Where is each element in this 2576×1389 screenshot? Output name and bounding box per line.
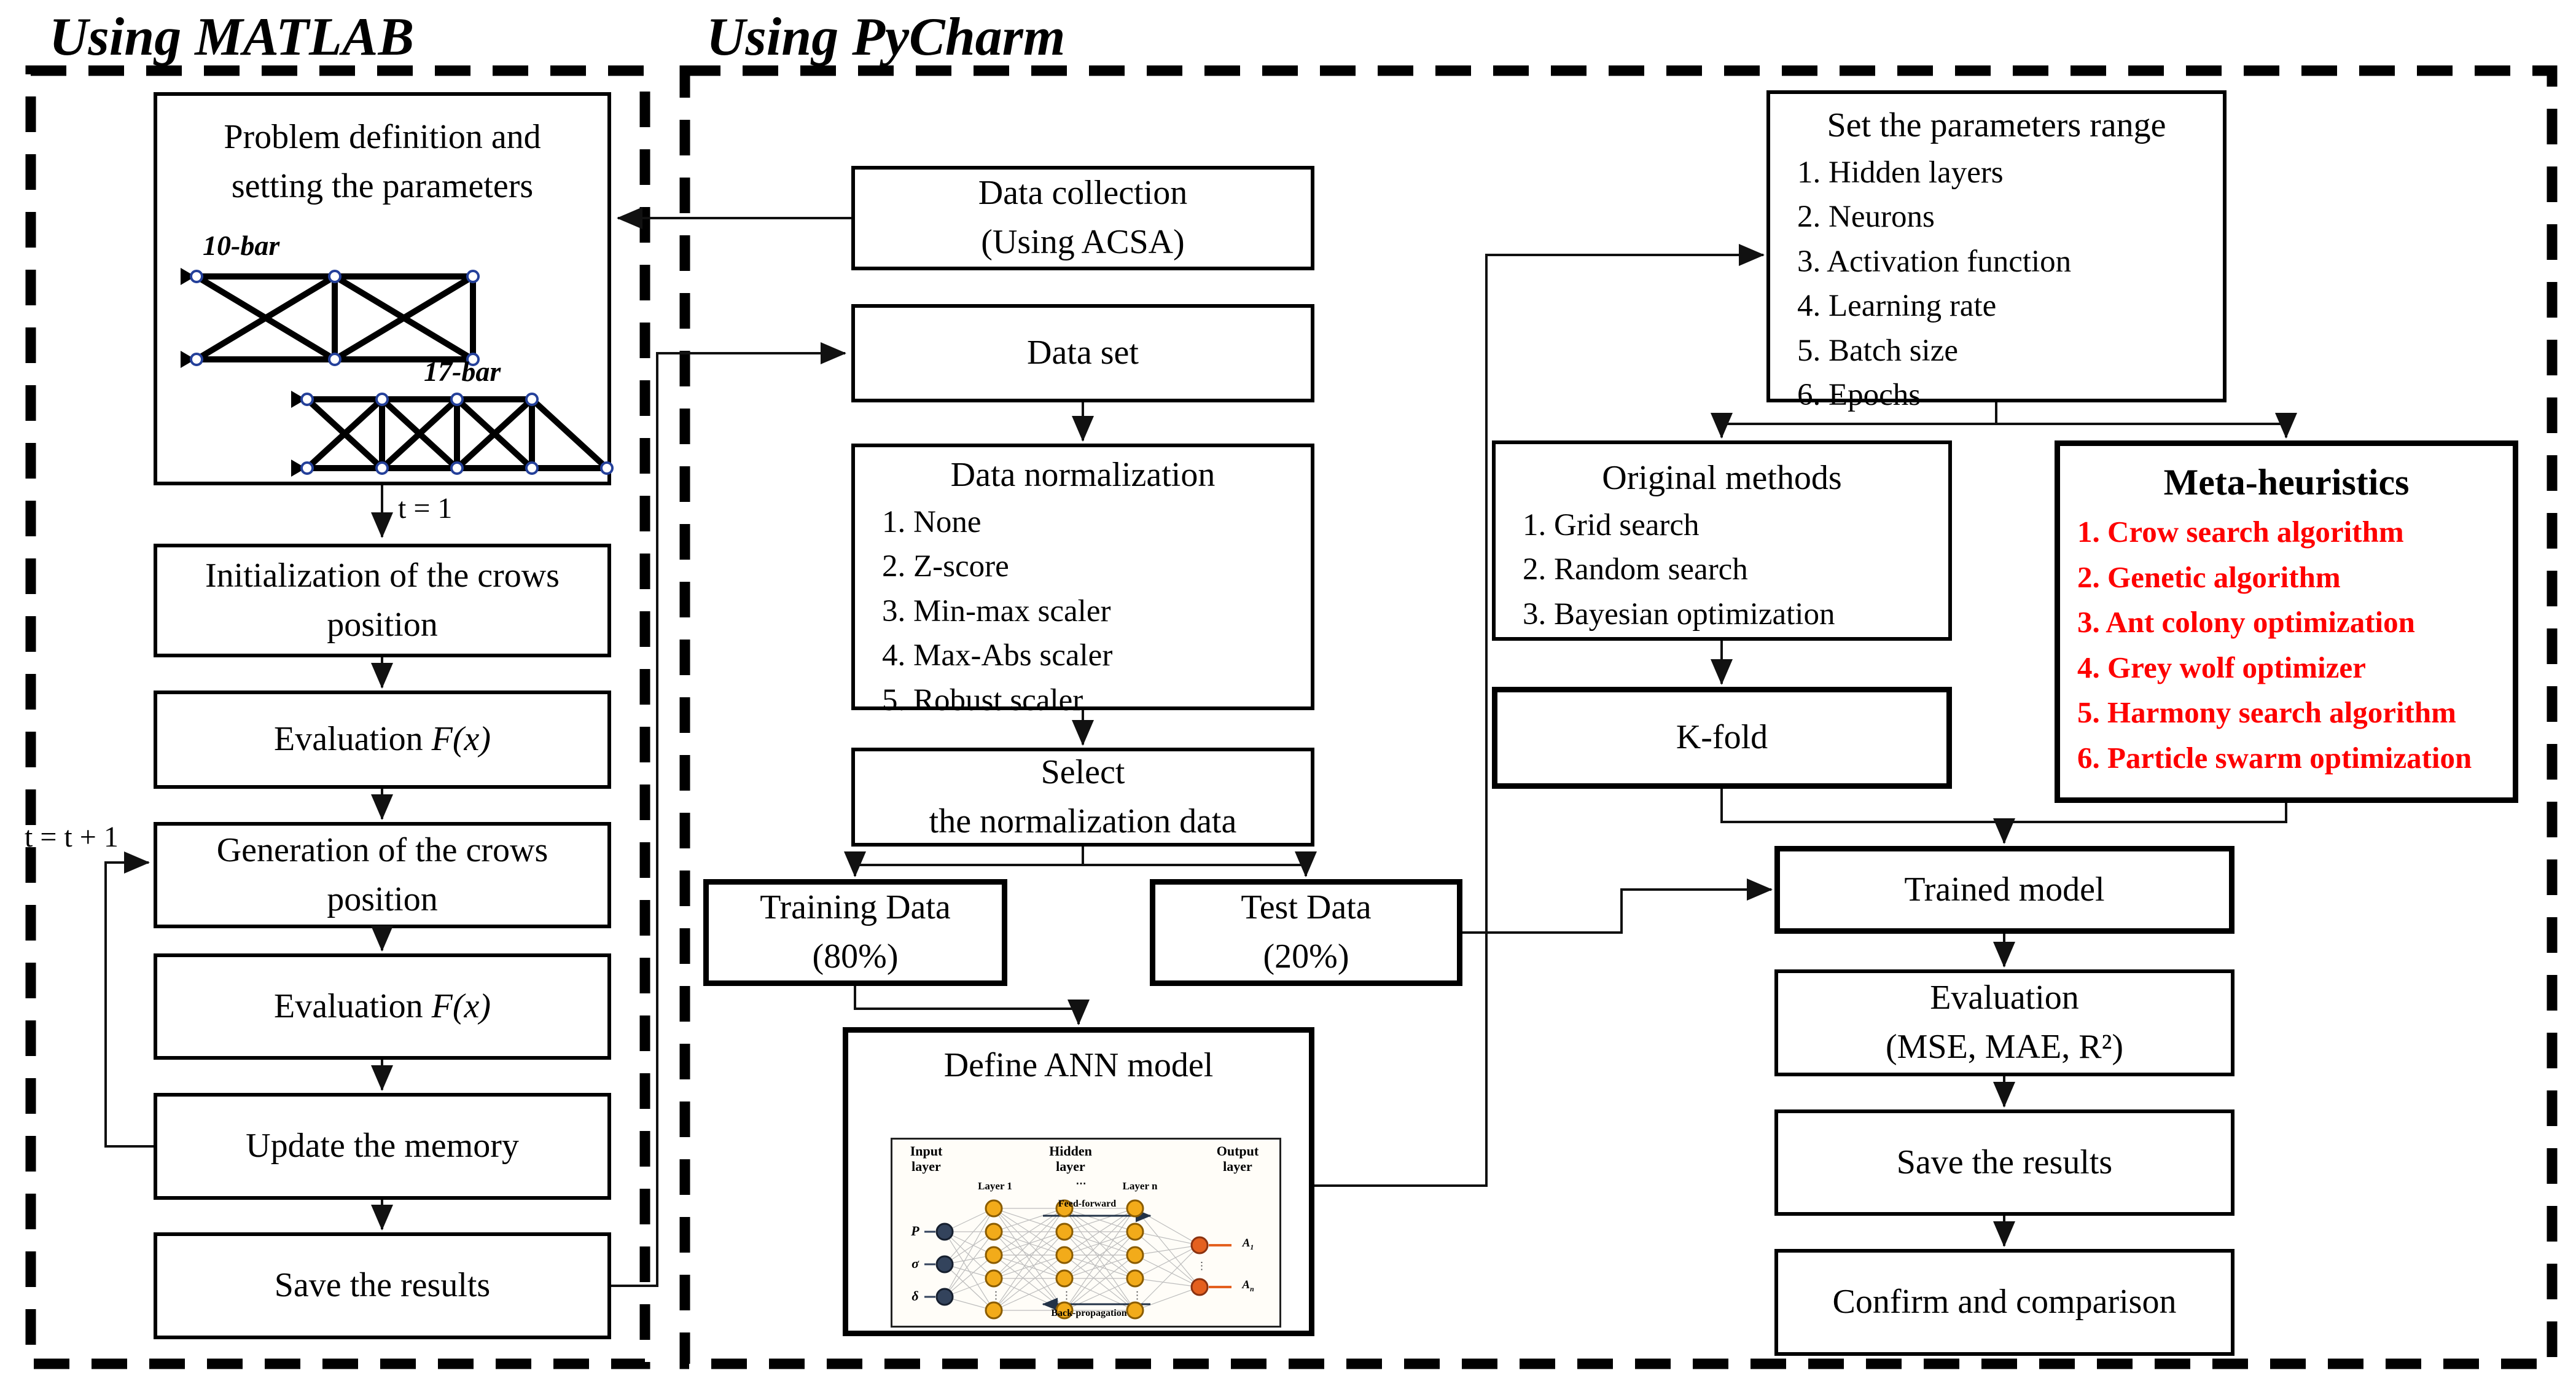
ann-vdots: ⋮ <box>1196 1260 1207 1272</box>
evaluation-2-label: Evaluation F(x) <box>274 987 491 1025</box>
training-data-line1: Training Data <box>760 888 951 927</box>
ann-input-delta-label: δ <box>911 1288 919 1304</box>
meta-heuristics-title: Meta-heuristics <box>2163 462 2410 503</box>
original-methods-title: Original methods <box>1602 459 1842 497</box>
box-update-memory: Update the memory <box>154 1093 611 1200</box>
initialization-label: Initialization of the crows position <box>205 556 560 644</box>
ann-input-layer-label: Input layer <box>910 1143 943 1175</box>
list-item: 2. Random search <box>1523 552 1748 587</box>
trained-model-label: Trained model <box>1904 870 2105 909</box>
problem-definition-line2: setting the parameters <box>231 166 534 205</box>
data-collection-line2: (Using ACSA) <box>981 223 1185 261</box>
box-parameters-range: Set the parameters range 1. Hidden layer… <box>1766 90 2227 412</box>
box-save-results-right: Save the results <box>1774 1109 2234 1216</box>
ann-hidden-layer-label: Hidden layer <box>1049 1143 1092 1175</box>
update-memory-label: Update the memory <box>246 1127 519 1165</box>
ann-output-an-label: An <box>1242 1278 1254 1293</box>
list-item: 2. Genetic algorithm <box>2077 560 2341 594</box>
box-save-results-matlab: Save the results <box>154 1232 611 1339</box>
list-item: 5. Robust scaler <box>882 683 1083 718</box>
box-training-data: Training Data (80%) <box>703 879 1007 986</box>
ann-output-a1-label: A1 <box>1242 1237 1254 1251</box>
ann-layer1-label: Layer 1 <box>978 1180 1012 1192</box>
data-normalization-title: Data normalization <box>950 456 1216 494</box>
test-data-line1: Test Data <box>1241 888 1372 927</box>
ann-diagram: Input layer Hidden layer Output layer La… <box>891 1138 1281 1328</box>
box-data-normalization: Data normalization 1. None 2. Z-score 3.… <box>851 444 1314 718</box>
select-normalization-line2: the normalization data <box>929 802 1237 840</box>
ann-back-propagation-label: Back-propagation <box>1051 1308 1127 1318</box>
data-collection-line1: Data collection <box>978 174 1188 213</box>
data-set-label: Data set <box>1027 334 1139 372</box>
ann-vdots: ⋮ <box>991 1289 1001 1301</box>
list-item: 3. Bayesian optimization <box>1523 597 1835 632</box>
list-item: 1. Hidden layers <box>1797 155 2004 190</box>
list-item: 3. Ant colony optimization <box>2077 605 2415 639</box>
meta-heuristics-list: 1. Crow search algorithm 2. Genetic algo… <box>2060 509 2513 780</box>
box-generation: Generation of the crows position <box>154 822 611 928</box>
list-item: 5. Harmony search algorithm <box>2077 695 2456 729</box>
ann-output-layer-label: Output layer <box>1216 1143 1259 1175</box>
box-data-set: Data set <box>851 304 1314 402</box>
confirm-comparison-label: Confirm and comparison <box>1832 1283 2177 1321</box>
list-item: 6. Epochs <box>1797 378 1921 413</box>
box-evaluation-1: Evaluation F(x) <box>154 691 611 789</box>
generation-label: Generation of the crows position <box>216 831 548 918</box>
save-results-right-label: Save the results <box>1896 1143 2113 1181</box>
ann-feed-forward-label: Feed-forward <box>1058 1199 1117 1209</box>
ann-dots-label: ⋯ <box>1075 1178 1087 1189</box>
box-original-methods: Original methods 1. Grid search 2. Rando… <box>1492 440 1952 641</box>
box-problem-definition: Problem definition and setting the param… <box>154 92 611 485</box>
evaluation-metrics-line2: (MSE, MAE, R²) <box>1885 1028 2124 1066</box>
parameters-range-title: Set the parameters range <box>1827 106 2166 144</box>
list-item: 2. Neurons <box>1797 200 1935 235</box>
original-methods-list: 1. Grid search 2. Random search 3. Bayes… <box>1496 503 1948 636</box>
list-item: 4. Learning rate <box>1797 289 1997 324</box>
box-meta-heuristics: Meta-heuristics 1. Crow search algorithm… <box>2055 440 2518 803</box>
t-plus-1-label: t = t + 1 <box>25 821 119 853</box>
list-item: 4. Max-Abs scaler <box>882 638 1113 673</box>
box-data-collection: Data collection (Using ACSA) <box>851 166 1314 270</box>
box-test-data: Test Data (20%) <box>1150 879 1462 986</box>
list-item: 6. Particle swarm optimization <box>2077 740 2472 775</box>
list-item: 2. Z-score <box>882 549 1009 584</box>
problem-definition-line1: Problem definition and <box>224 118 541 156</box>
ann-vdots: ⋮ <box>1061 1289 1072 1301</box>
list-item: 1. Grid search <box>1523 508 1700 542</box>
box-initialization: Initialization of the crows position <box>154 544 611 657</box>
evaluation-metrics-line1: Evaluation <box>1930 979 2079 1017</box>
box-trained-model: Trained model <box>1774 846 2234 934</box>
list-item: 1. None <box>882 505 982 539</box>
box-confirm-comparison: Confirm and comparison <box>1774 1249 2234 1356</box>
list-item: 1. Crow search algorithm <box>2077 515 2404 549</box>
kfold-label: K-fold <box>1676 718 1768 757</box>
ann-vdots: ⋮ <box>1132 1289 1142 1301</box>
select-normalization-line1: Select <box>1040 753 1125 791</box>
box-evaluation-metrics: Evaluation (MSE, MAE, R²) <box>1774 969 2234 1076</box>
test-data-line2: (20%) <box>1263 937 1349 976</box>
ann-input-sigma-label: σ <box>911 1256 919 1271</box>
list-item: 3. Min-max scaler <box>882 593 1111 628</box>
t-equals-1-label: t = 1 <box>398 492 453 525</box>
save-results-matlab-label: Save the results <box>274 1266 491 1305</box>
section-title-matlab: Using MATLAB <box>49 7 415 67</box>
box-select-normalization: Select the normalization data <box>851 748 1314 847</box>
section-title-pycharm: Using PyCharm <box>706 7 1066 67</box>
parameters-range-list: 1. Hidden layers 2. Neurons 3. Activatio… <box>1770 151 2223 417</box>
ann-layern-label: Layer n <box>1122 1180 1158 1192</box>
data-normalization-list: 1. None 2. Z-score 3. Min-max scaler 4. … <box>855 500 1311 722</box>
list-item: 4. Grey wolf optimizer <box>2077 650 2366 684</box>
list-item: 3. Activation function <box>1797 244 2072 279</box>
list-item: 5. Batch size <box>1797 333 1958 368</box>
ann-input-p-label: P <box>911 1223 919 1238</box>
define-ann-title: Define ANN model <box>943 1046 1214 1084</box>
evaluation-1-label: Evaluation F(x) <box>274 720 491 759</box>
box-kfold: K-fold <box>1492 687 1952 789</box>
box-evaluation-2: Evaluation F(x) <box>154 953 611 1060</box>
training-data-line2: (80%) <box>812 937 899 976</box>
